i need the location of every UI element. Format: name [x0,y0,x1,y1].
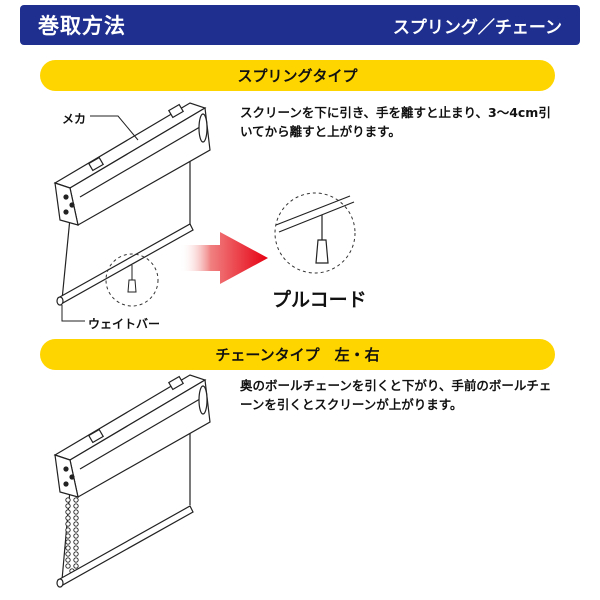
spring-type-title: スプリングタイプ [237,67,358,85]
zoom-circle-small [105,253,159,307]
page-title: 巻取方法 [38,14,126,38]
spring-weight-bar [56,223,194,306]
red-arrow [180,232,268,284]
chain-headrail [53,374,211,498]
mecha-leader [90,115,139,141]
page-header: 巻取方法 スプリング／チェーン [20,5,580,45]
zoomed-weight-bar [275,195,355,264]
chain-type-band: チェーンタイプ 左・右 [40,339,555,370]
page-subtitle: スプリング／チェーン [392,17,562,38]
chain-weight-bar [56,505,194,588]
pull-cord-label: プルコード [272,289,367,311]
mecha-label: メカ [62,112,87,126]
spring-type-band: スプリングタイプ [40,60,555,91]
chain-description: 奥のボールチェーンを引くと下がり、手前のボールチェーンを引くとスクリーンが上がり… [240,378,552,413]
weight-leader [61,305,85,322]
weight-bar-label: ウェイトバー [88,317,161,331]
spring-pull-cord [127,265,137,293]
spring-description: スクリーンを下に引き、手を離すと止まり、3〜4cm引いてから離すと上がります。 [240,105,551,140]
chain-type-title: チェーンタイプ 左・右 [215,346,380,364]
ball-chain [65,497,79,574]
spring-headrail [53,102,211,226]
zoom-circle-large [274,192,356,274]
